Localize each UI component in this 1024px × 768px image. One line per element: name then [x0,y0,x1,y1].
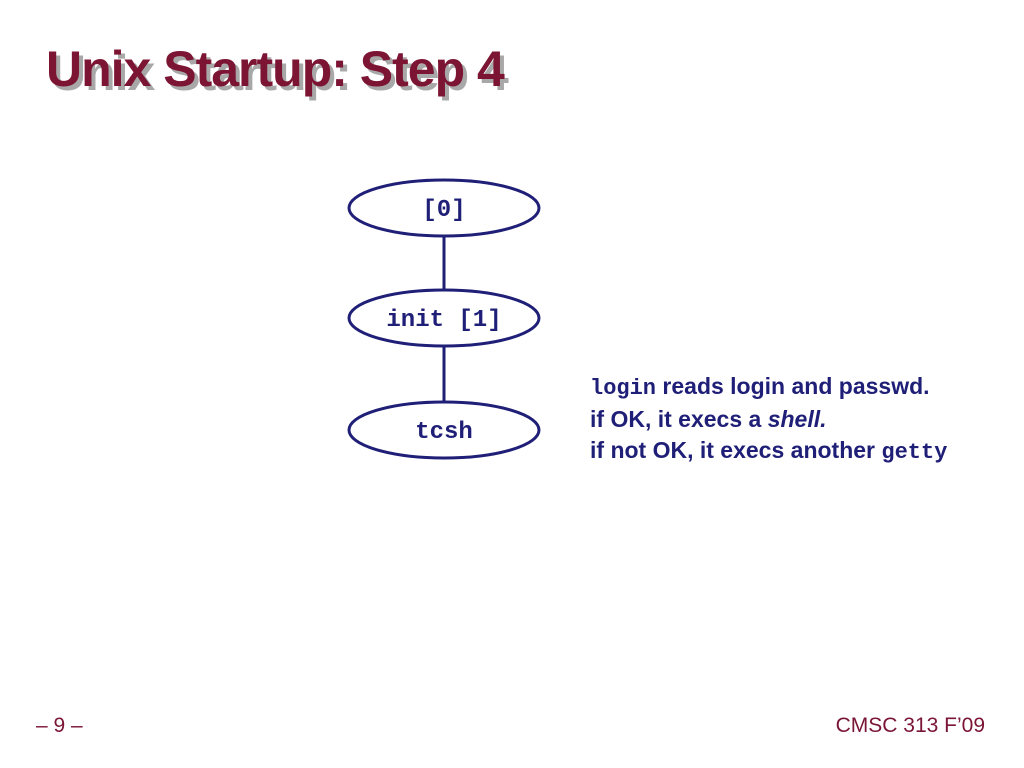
annotation-line-3: if not OK, it execs another getty [590,435,947,468]
annotation-line-2-text: if OK, it execs a [590,406,768,432]
page-number: – 9 – [36,714,83,737]
annotation-code-getty: getty [881,440,948,465]
annotation-line-1: login reads login and passwd. [590,371,947,404]
annotation-code-login: login [590,376,657,401]
process-node-tcsh [347,400,541,460]
annotation-shell-italic: shell. [767,406,827,432]
node-label-kernel: [0] [422,197,465,224]
slide-title: Unix Startup: Step 4 [46,41,505,97]
process-node-kernel [347,178,541,238]
node-label-tcsh: tcsh [415,419,473,446]
node-label-init: init [1] [386,307,501,334]
annotation-line-2: if OK, it execs a shell. [590,404,947,435]
course-label: CMSC 313 F’09 [835,714,985,737]
annotation-line-3-text: if not OK, it execs another [590,437,882,463]
process-diagram: [0] init [1] tcsh [347,178,541,460]
login-annotation: login reads login and passwd. if OK, it … [590,371,947,468]
annotation-line-1-text: reads login and passwd. [656,373,930,399]
process-node-init [347,288,541,348]
